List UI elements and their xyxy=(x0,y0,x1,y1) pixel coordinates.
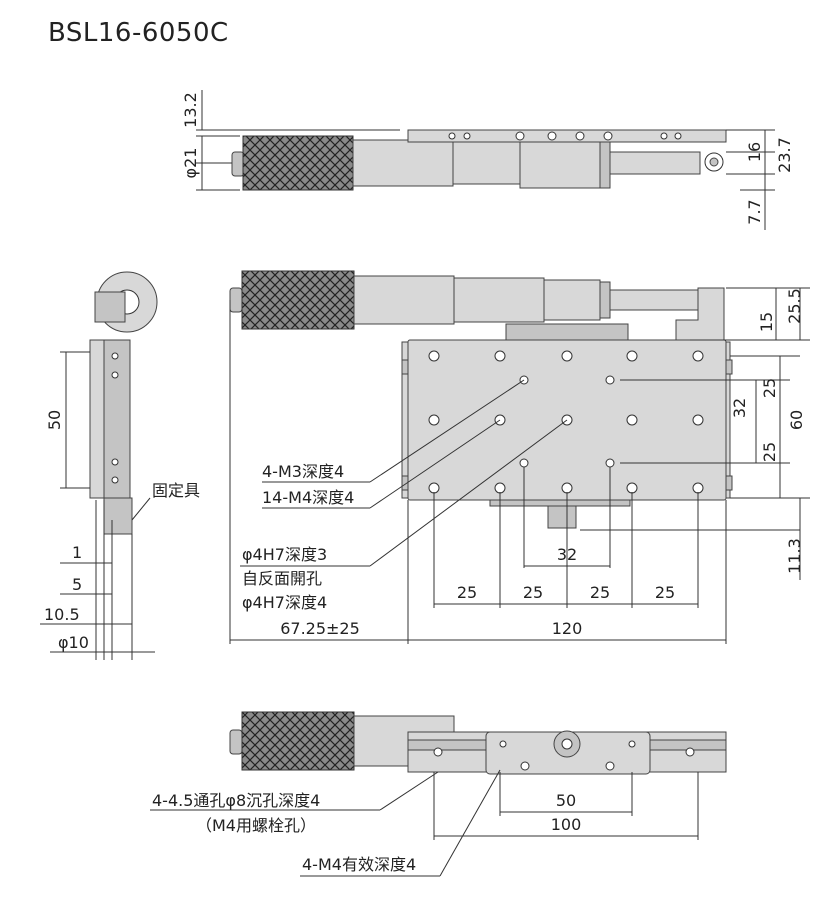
dim-10-5: 10.5 xyxy=(44,605,80,624)
label-fixture: 固定具 xyxy=(152,481,200,500)
dim-60: 60 xyxy=(787,410,806,430)
dim-100: 100 xyxy=(551,815,582,834)
bottom-view: 50 100 4-4.5通孔φ8沉孔深度4 （M4用螺栓孔） 4-M4有效深度4 xyxy=(150,711,727,877)
dim-15: 15 xyxy=(757,312,776,332)
dim-67-25: 67.25±25 xyxy=(280,619,360,638)
dim-32-v: 32 xyxy=(730,398,749,418)
label-m3: 4-M3深度4 xyxy=(262,462,344,481)
dim-50-v: 50 xyxy=(45,410,64,430)
dim-5: 5 xyxy=(72,575,82,594)
dim-phi21: φ21 xyxy=(181,148,200,179)
label-m4eff: 4-M4有效深度4 xyxy=(302,855,416,874)
dim-120: 120 xyxy=(552,619,583,638)
dim-16: 16 xyxy=(745,142,764,162)
dim-25-5: 25.5 xyxy=(785,288,804,324)
label-through: 4-4.5通孔φ8沉孔深度4 xyxy=(152,791,320,810)
left-side-view: 50 固定具 1 5 10.5 φ10 xyxy=(40,271,200,660)
dim-25-1: 25 xyxy=(457,583,477,602)
drawing-title: BSL16-6050C xyxy=(48,18,229,48)
dim-25-a: 25 xyxy=(760,378,779,398)
label-m4: 14-M4深度4 xyxy=(262,488,354,507)
dim-phi10: φ10 xyxy=(58,633,89,652)
dim-25-3: 25 xyxy=(590,583,610,602)
dim-13-2: 13.2 xyxy=(181,92,200,128)
dim-25-2: 25 xyxy=(523,583,543,602)
top-side-view: 13.2 φ21 16 23.7 7.7 xyxy=(181,90,794,230)
label-backside: 自反面開孔 xyxy=(242,569,322,588)
dim-11-3: 11.3 xyxy=(785,538,804,574)
label-h7a: φ4H7深度3 xyxy=(242,545,327,564)
dim-50-h: 50 xyxy=(556,791,576,810)
dim-25-4: 25 xyxy=(655,583,675,602)
label-h7b: φ4H7深度4 xyxy=(242,593,327,612)
dim-1: 1 xyxy=(72,543,82,562)
dim-23-7: 23.7 xyxy=(775,137,794,173)
label-bolt: （M4用螺栓孔） xyxy=(196,816,316,835)
dim-32-h: 32 xyxy=(557,545,577,564)
dim-7-7: 7.7 xyxy=(745,199,764,224)
front-view: 25.5 15 25 32 60 25 11.3 32 25 25 25 25 … xyxy=(229,270,810,644)
dim-25-b: 25 xyxy=(760,442,779,462)
